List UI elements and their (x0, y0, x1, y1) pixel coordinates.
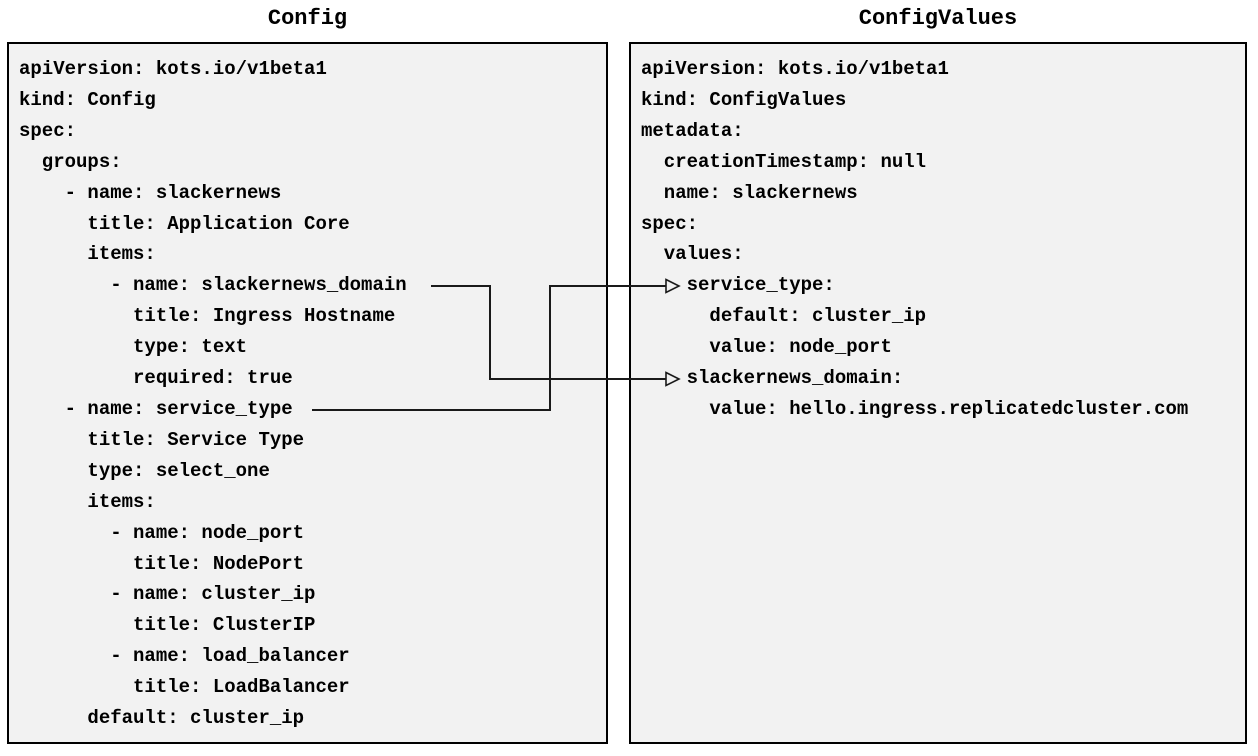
configvalues-panel-title: ConfigValues (858, 6, 1018, 31)
config-panel-title: Config (267, 6, 348, 31)
configvalues-yaml-code: apiVersion: kots.io/v1beta1 kind: Config… (641, 58, 1189, 420)
config-yaml-code: apiVersion: kots.io/v1beta1 kind: Config… (19, 58, 407, 730)
configvalues-yaml-panel: apiVersion: kots.io/v1beta1 kind: Config… (629, 42, 1247, 744)
config-yaml-panel: apiVersion: kots.io/v1beta1 kind: Config… (7, 42, 608, 744)
